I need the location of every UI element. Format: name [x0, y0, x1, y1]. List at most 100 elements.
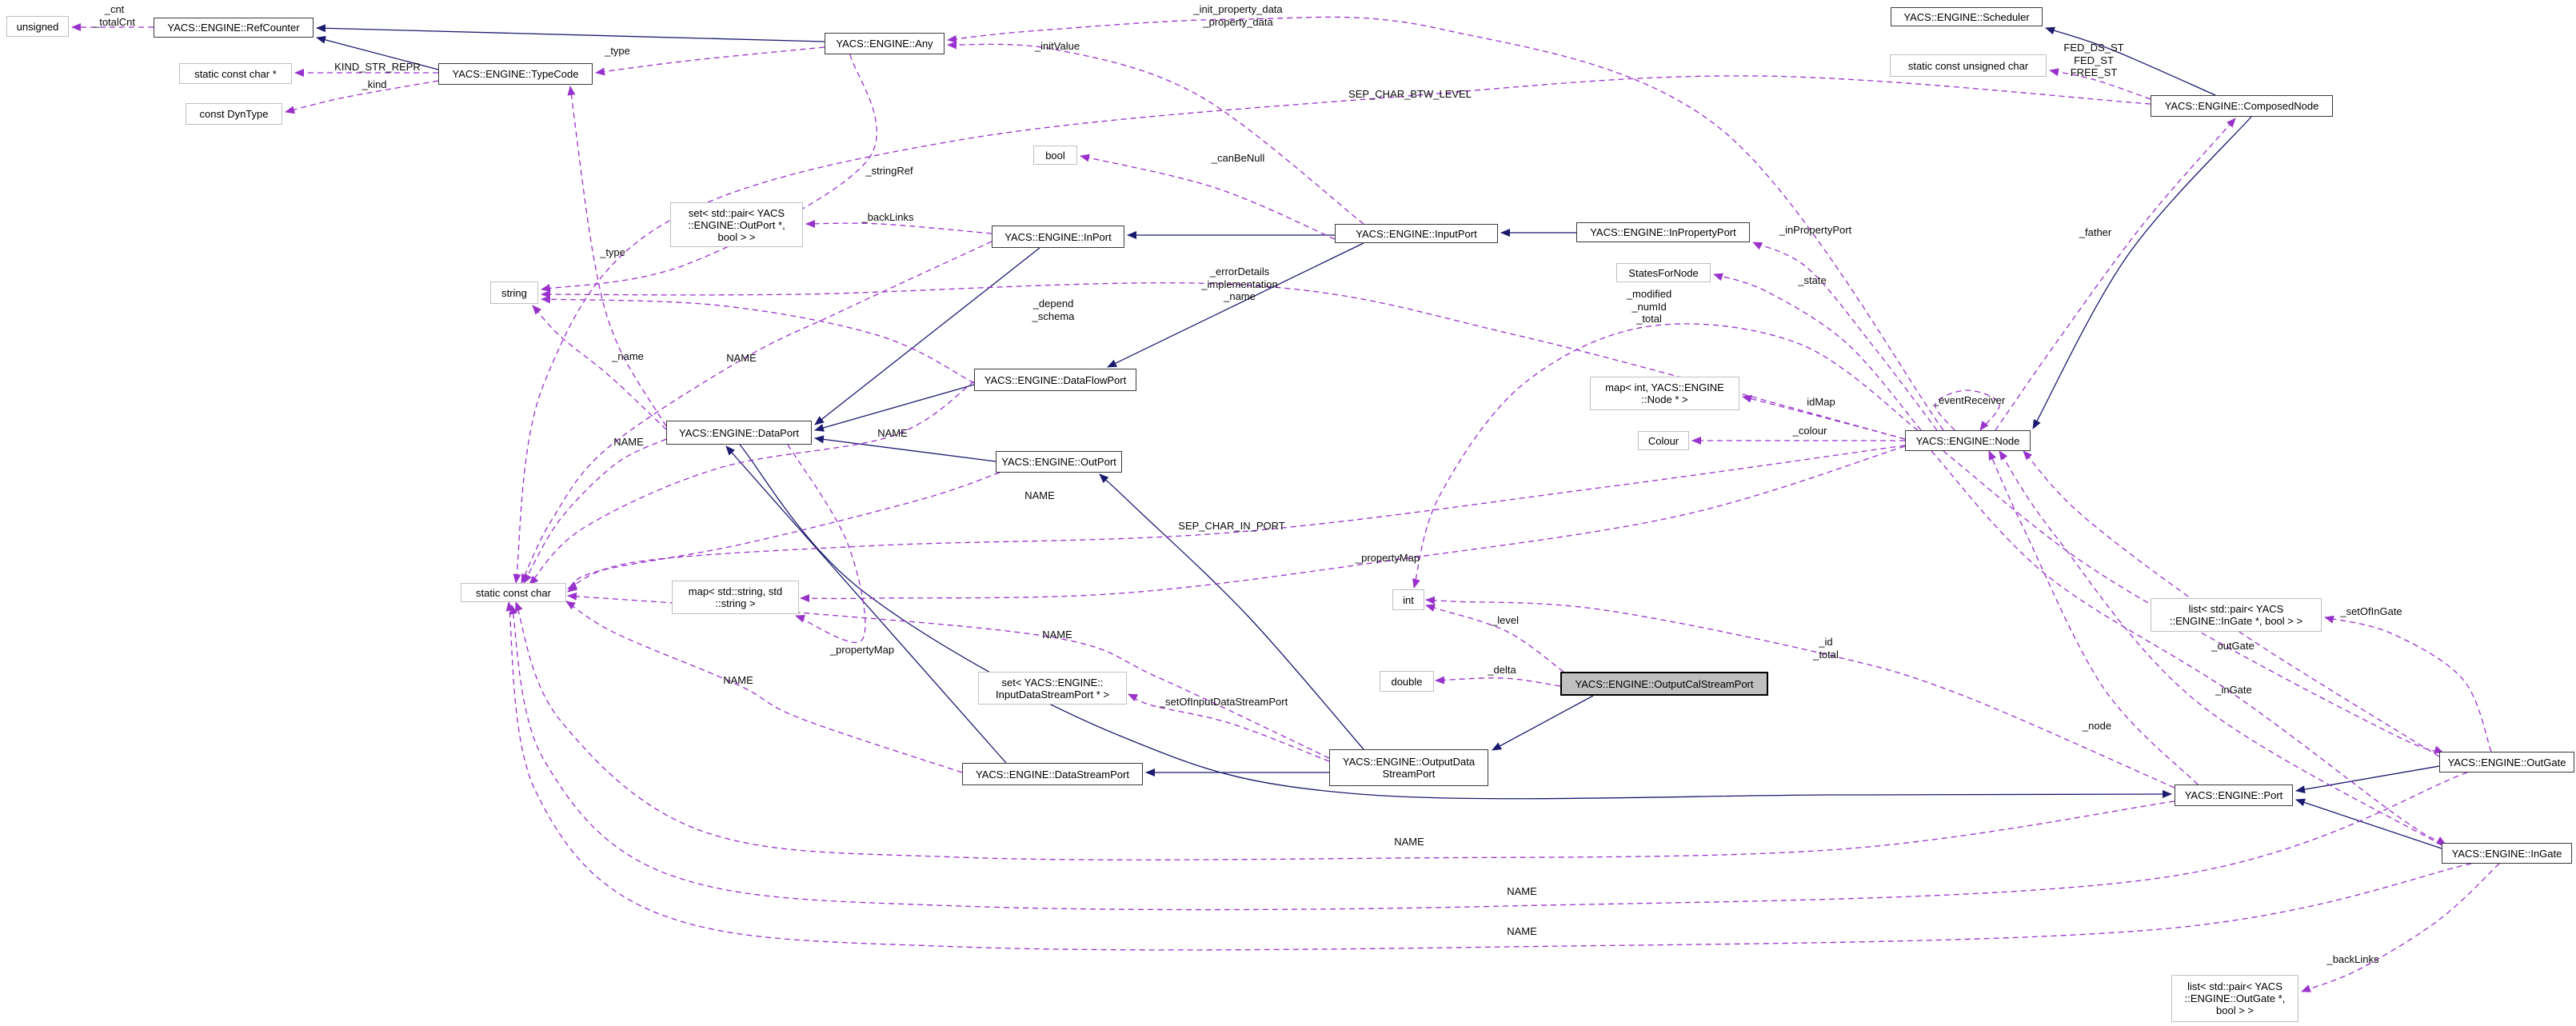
edge-label-name-8: NAME — [1507, 885, 1537, 897]
type-box-colour: Colour — [1638, 431, 1689, 450]
class-box-datastreamport[interactable]: YACS::ENGINE::DataStreamPort — [962, 763, 1143, 785]
edge-dataport-name-string — [532, 305, 667, 430]
edge-port-name — [515, 601, 2175, 860]
edge-any-inherits-refcounter — [316, 24, 825, 42]
edge-inputport-initvalue — [947, 41, 1364, 225]
edge-dataport-inherits-port — [739, 444, 2172, 800]
edge-label-stringref: _stringRef — [865, 165, 913, 177]
class-box-inpropertyport[interactable]: YACS::ENGINE::InPropertyPort — [1576, 222, 1750, 242]
edge-dataflowport-depend-string — [541, 295, 975, 384]
type-box-string: string — [490, 281, 538, 304]
edge-label-name-9: NAME — [1507, 925, 1537, 937]
edge-inport-name — [521, 241, 992, 584]
class-box-scheduler[interactable]: YACS::ENGINE::Scheduler — [1891, 7, 2043, 26]
edge-outputcalstreamport-delta-double — [1435, 676, 1561, 687]
edge-outputcalstreamport-level-int — [1425, 604, 1564, 673]
edge-any-type — [595, 46, 825, 76]
edge-node-property-data-any — [947, 16, 1944, 431]
edge-label-outgate-l: _outGate — [2211, 640, 2254, 652]
class-box-port[interactable]: YACS::ENGINE::Port — [2175, 784, 2293, 806]
edge-node-inpropertyport — [1752, 242, 1938, 431]
class-box-outputcalstreamport[interactable]: YACS::ENGINE::OutputCalStreamPort — [1560, 672, 1768, 696]
edge-node-modified-int — [1412, 323, 1919, 589]
class-box-typecode[interactable]: YACS::ENGINE::TypeCode — [438, 63, 593, 85]
edge-label-sep-char-btw-level: SEP_CHAR_BTW_LEVEL — [1348, 88, 1472, 100]
edge-label-kind: _kind — [361, 78, 387, 90]
edge-outport-name — [567, 472, 1000, 593]
edge-node-outgate — [1943, 450, 2444, 754]
edge-label-name-5: NAME — [723, 674, 753, 686]
type-box-list-outgate-pair: list< std::pair< YACS ::ENGINE::OutGate … — [2171, 975, 2298, 1022]
class-box-composednode[interactable]: YACS::ENGINE::ComposedNode — [2151, 95, 2333, 117]
type-box-bool: bool — [1033, 146, 1077, 165]
class-box-outputdatastreamport[interactable]: YACS::ENGINE::OutputData StreamPort — [1329, 749, 1488, 786]
edge-label-kind-str-repr: KIND_STR_REPR — [334, 61, 421, 73]
class-box-outgate[interactable]: YACS::ENGINE::OutGate — [2439, 752, 2574, 772]
edge-port-id-total-int — [1425, 596, 2175, 788]
type-box-int: int — [1392, 589, 1424, 610]
edge-label-ingate-l: _inGate — [2215, 684, 2252, 696]
type-box-set-inputdatastreamport: set< YACS::ENGINE:: InputDataStreamPort … — [978, 672, 1127, 705]
edge-outgate-inherits-port — [2295, 765, 2440, 794]
edge-composednode-sep-char-btw-level — [513, 75, 2151, 584]
class-box-inputport[interactable]: YACS::ENGINE::InputPort — [1335, 224, 1498, 243]
edge-label-node-l: _node — [2082, 720, 2112, 732]
class-box-dataport[interactable]: YACS::ENGINE::DataPort — [666, 421, 812, 445]
edge-label-cnt-totalcnt: _cnt _totalCnt — [93, 3, 136, 28]
class-box-outport[interactable]: YACS::ENGINE::OutPort — [996, 451, 1122, 473]
edge-label-delta: _delta — [1488, 664, 1516, 676]
edge-node-propertymap — [800, 445, 1906, 603]
edge-ingate-inherits-port — [2295, 798, 2442, 849]
edge-node-errordetails-string — [541, 282, 1906, 440]
edge-label-eventreceiver: _eventReceiver — [1932, 394, 2006, 406]
edge-outgate-setofingate — [2324, 615, 2492, 753]
edge-label-type-top: _type — [605, 45, 630, 57]
type-box-set-outport-pair: set< std::pair< YACS ::ENGINE::OutPort *… — [670, 202, 803, 247]
edge-dataport-type — [567, 86, 667, 427]
edge-inputport-canbenull — [1080, 154, 1336, 240]
edge-label-father: _father — [2079, 226, 2112, 238]
edge-label-setofingate: _setOfInGate — [2340, 605, 2402, 617]
class-box-dataflowport[interactable]: YACS::ENGINE::DataFlowPort — [974, 369, 1136, 391]
edge-outputcalstreamport-inherits-outputdatastreamport — [1492, 695, 1594, 751]
edge-label-level: _level — [1492, 614, 1519, 626]
edge-node-sep-char-in-port — [567, 445, 1906, 589]
edge-label-propertymap-1: _propertyMap — [1355, 552, 1420, 564]
edge-typecode-kind — [285, 80, 439, 114]
edge-label-name-2: NAME — [613, 436, 644, 448]
class-box-ingate[interactable]: YACS::ENGINE::InGate — [2442, 843, 2572, 864]
edge-label-setofinputdatastreamport: _setOfInputDataStreamPort — [1159, 696, 1288, 708]
edge-ingate-node — [1999, 450, 2442, 846]
type-box-static-const-unsigned-char: static const unsigned char — [1890, 54, 2047, 77]
edge-outputdatastreamport-setofinputdatastreamport — [1128, 693, 1330, 762]
edge-composednode-inherits-scheduler — [2045, 26, 2216, 96]
edge-node-ingate — [1931, 450, 2446, 845]
edge-node-eventreceiver-self — [1935, 389, 2000, 431]
edge-label-backlinks-ingate: _backLinks — [2326, 953, 2379, 965]
edge-label-name-6: NAME — [1042, 629, 1072, 641]
edge-node-idmap — [1742, 394, 1906, 440]
edge-dataflowport-inherits-dataport — [814, 384, 975, 432]
edge-composednode-inherits-node — [2032, 116, 2252, 429]
edge-composednode-fed-st — [2049, 68, 2151, 100]
edge-label-initvalue: _initValue — [1034, 40, 1080, 52]
edge-label-canbenull: _canBeNull — [1211, 152, 1265, 164]
edge-datastreamport-inherits-dataport — [725, 445, 1007, 764]
edge-label-name-4: NAME — [1024, 489, 1055, 501]
type-box-static-const-char: static const char — [461, 583, 566, 602]
edge-label-state: _state — [1798, 274, 1827, 286]
class-box-refcounter[interactable]: YACS::ENGINE::RefCounter — [154, 18, 314, 38]
edge-label-colour-l: _colour — [1792, 425, 1827, 437]
type-box-list-ingate-pair: list< std::pair< YACS ::ENGINE::InGate *… — [2151, 598, 2322, 632]
edge-ingate-name — [505, 601, 2472, 951]
edge-dataflowport-name — [529, 381, 975, 585]
edge-outgate-name — [509, 605, 2468, 911]
edge-any-stringref — [541, 54, 877, 293]
edge-label-name-u: _name — [612, 350, 644, 362]
edge-outputdatastreamport-name — [567, 592, 1330, 759]
type-box-map-int-node: map< int, YACS::ENGINE ::Node * > — [1590, 377, 1739, 410]
class-box-inport[interactable]: YACS::ENGINE::InPort — [992, 226, 1124, 248]
class-box-any[interactable]: YACS::ENGINE::Any — [825, 33, 945, 54]
edge-inputport-inherits-dataflowport — [1107, 242, 1364, 368]
class-box-node[interactable]: YACS::ENGINE::Node — [1905, 430, 2031, 451]
